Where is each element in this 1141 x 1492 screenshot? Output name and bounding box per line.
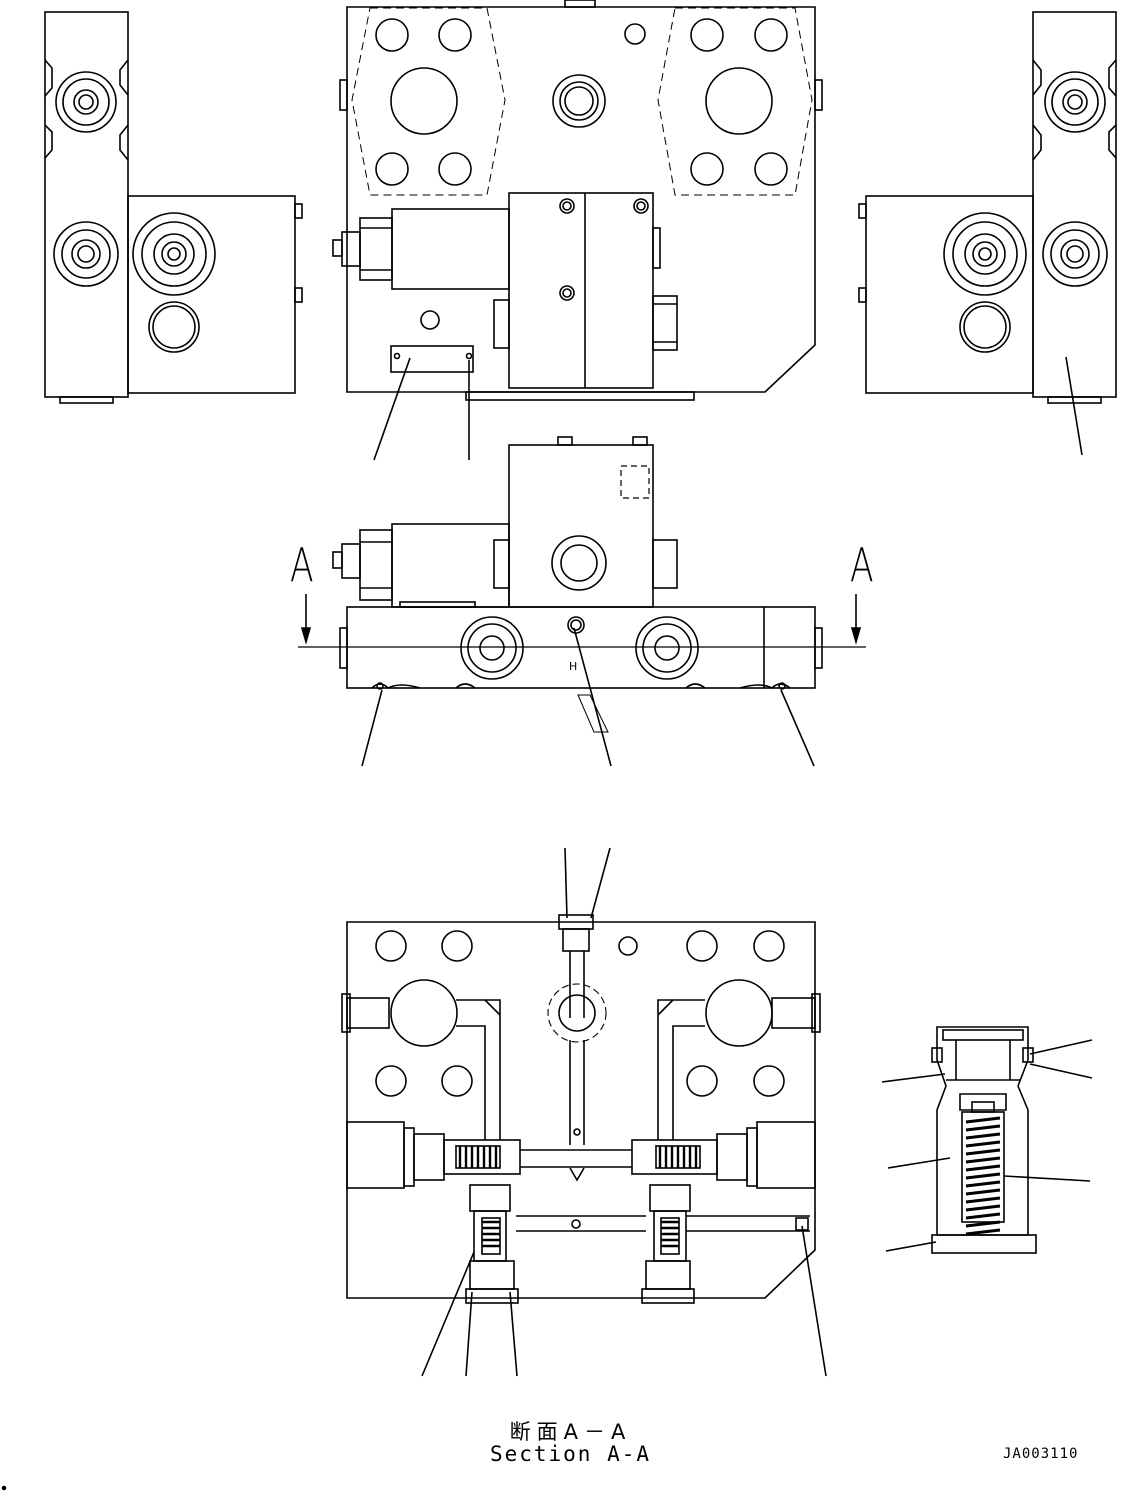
right-side-view	[858, 11, 1117, 404]
leader-lines-section	[421, 847, 827, 1377]
small-mark: H	[569, 660, 578, 673]
leader-lines-top	[373, 356, 1083, 461]
section-marker-right: A	[850, 538, 874, 592]
top-view	[298, 436, 866, 690]
drawing-number: JA003110	[1003, 1446, 1079, 1462]
front-view	[332, 0, 823, 401]
section-title-en: Section A-A	[489, 1442, 652, 1466]
relief-valve-detail	[881, 1026, 1093, 1254]
section-marker-left: A	[290, 538, 314, 592]
section-title-jp: 断面A－A	[509, 1420, 632, 1444]
left-side-view	[44, 11, 303, 404]
section-a-a-view	[341, 914, 821, 1304]
leader-lines-middle	[361, 627, 815, 767]
